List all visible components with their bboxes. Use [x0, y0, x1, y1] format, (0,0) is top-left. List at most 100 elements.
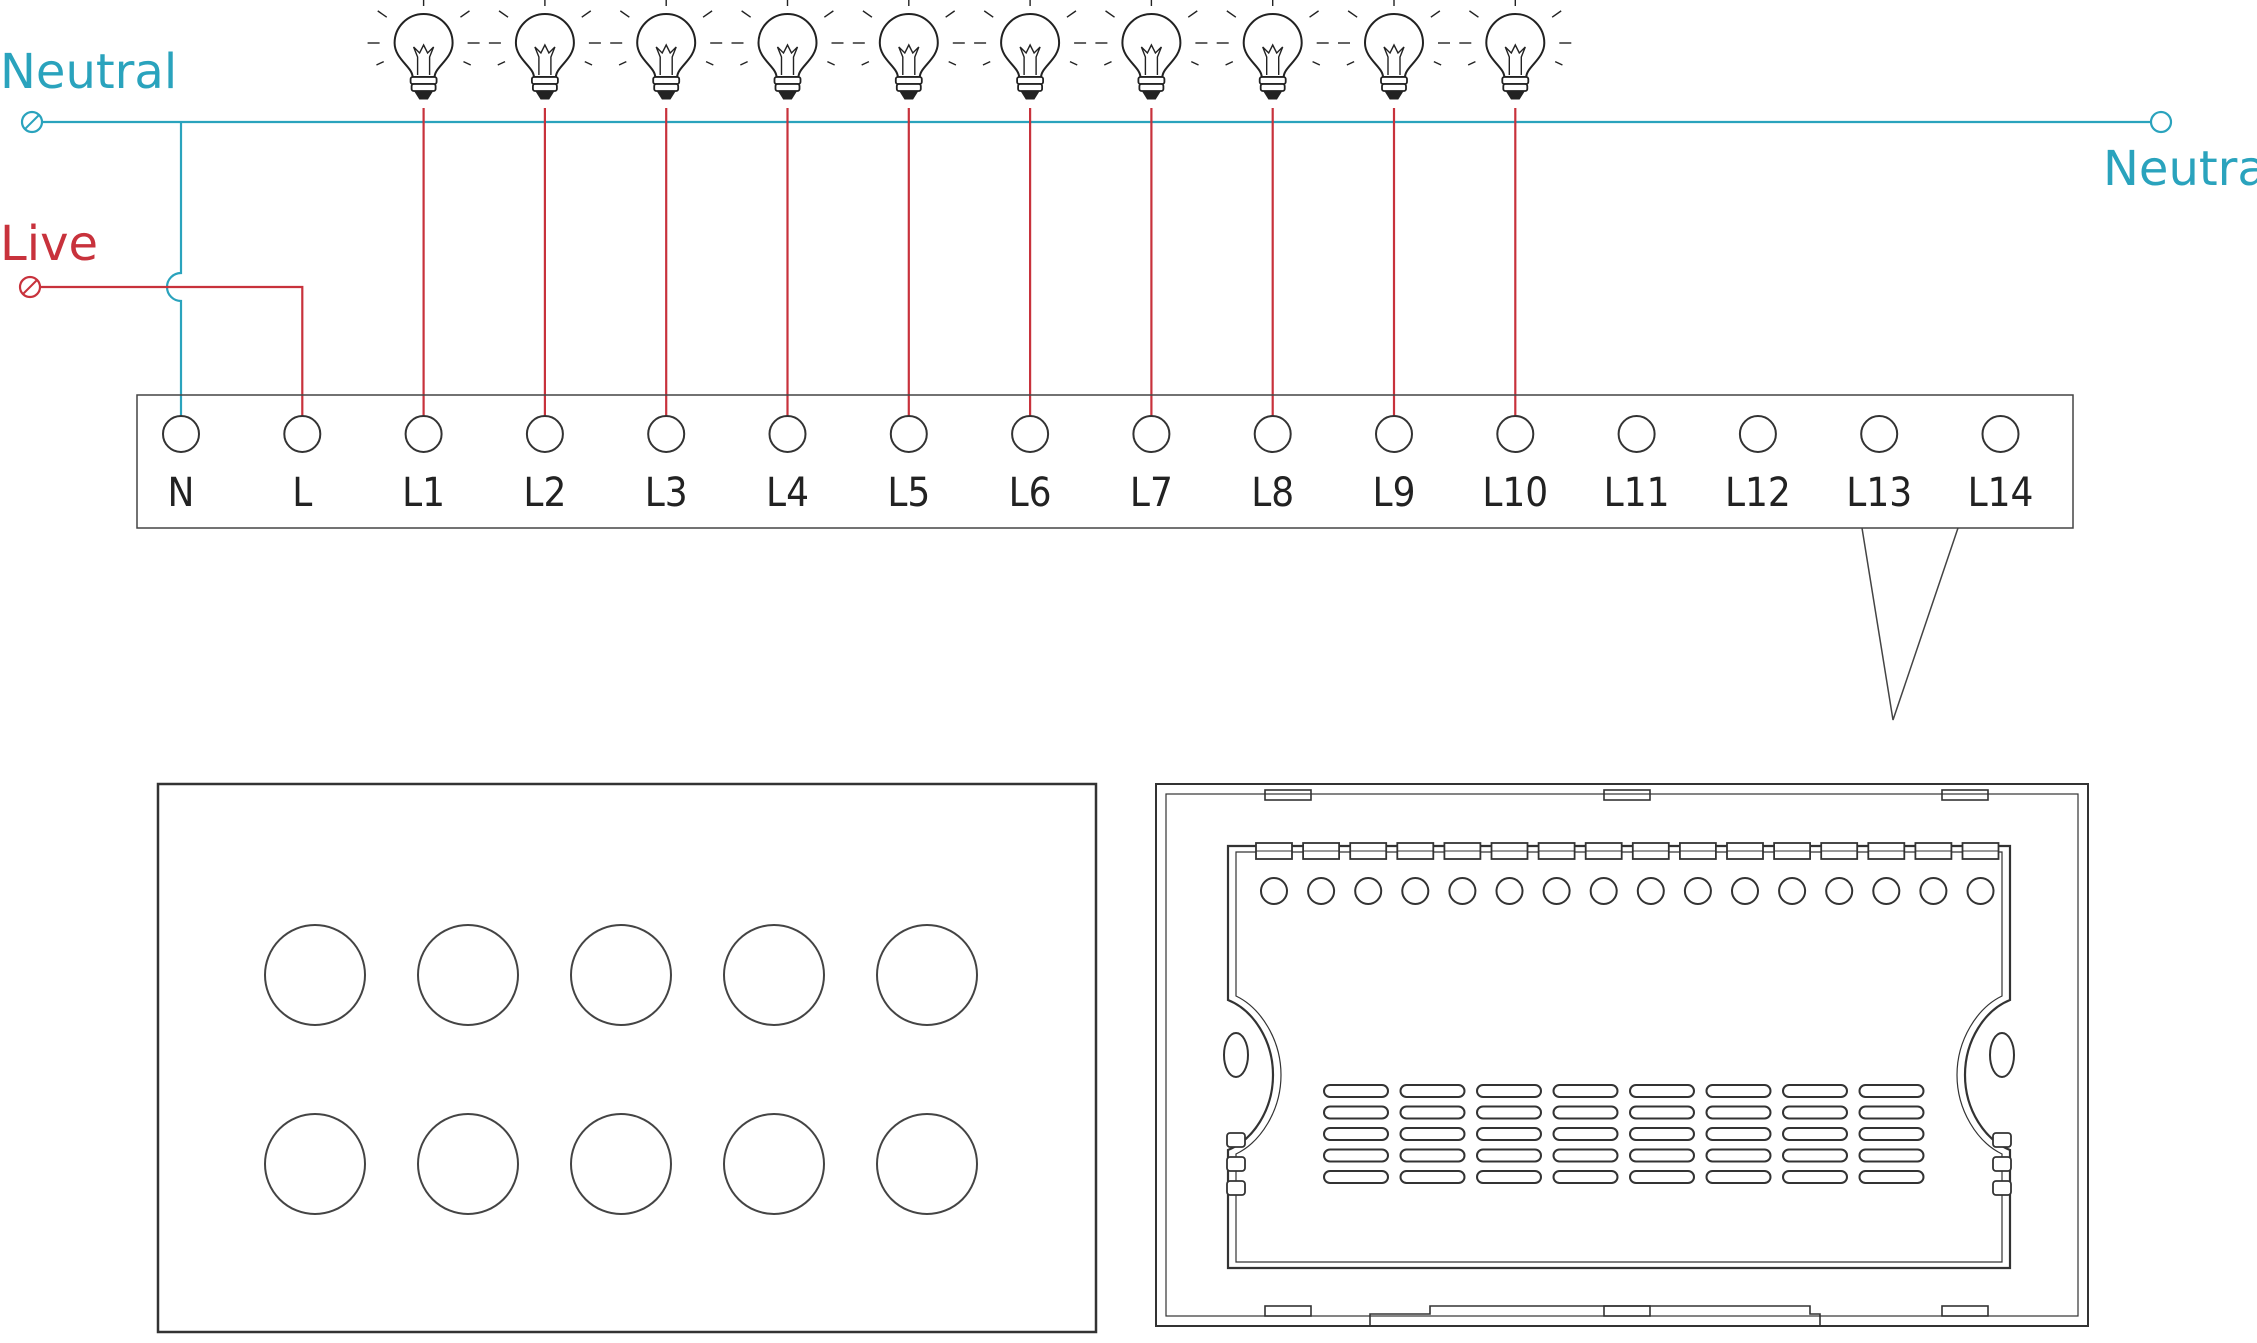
vent-slot [1858, 1127, 1925, 1141]
terminal-label: L8 [1251, 470, 1294, 516]
panel-clip [1603, 1305, 1651, 1317]
vent-slot [1782, 1148, 1848, 1163]
terminal-l11: L11 [1604, 415, 1670, 516]
lamp-ray [702, 10, 713, 18]
vent-slot [1399, 1127, 1466, 1141]
lamp-filament [898, 43, 920, 75]
terminal-l9: L9 [1373, 415, 1416, 516]
lamp-ray [619, 10, 630, 18]
terminal-label: L2 [523, 470, 566, 516]
lamp-ray [740, 60, 748, 66]
lamp-ray [705, 60, 714, 66]
terminal-screw-icon [1260, 877, 1288, 905]
vent-slot [1705, 1148, 1772, 1163]
lamp-ray [584, 60, 593, 66]
lamp-base-ring [410, 83, 437, 92]
vent-slot [1782, 1084, 1848, 1098]
lamp-filament [1383, 43, 1405, 75]
lamp-ray [1309, 10, 1319, 18]
lamp-base-ring [773, 76, 802, 85]
lamp-ray [581, 10, 592, 18]
lamp-ray [1312, 60, 1321, 66]
side-latch [1992, 1132, 2012, 1148]
lamp-base-ring [1137, 76, 1166, 85]
terminal-screw-icon [1448, 877, 1477, 905]
module-body-inner [1235, 851, 2003, 1263]
lamp-base-ring [1017, 83, 1043, 92]
lamp-icon [731, 0, 844, 100]
back-panel [1155, 783, 2089, 1327]
panel-clip [1941, 1305, 1989, 1317]
lamp-base-ring [894, 76, 923, 85]
lamp-base-ring [1502, 83, 1529, 92]
lamp-ray [1551, 10, 1562, 18]
vent-slot [1323, 1105, 1389, 1120]
lamp-icon [1338, 0, 1450, 100]
live-label: Live [0, 216, 98, 272]
lamp-ray [827, 60, 835, 66]
vent-slot [1399, 1148, 1466, 1163]
touch-button-icon [264, 1113, 366, 1215]
lamp-ray [1187, 10, 1198, 18]
lamp-tip [1262, 90, 1283, 100]
lamp-filament [655, 43, 677, 75]
vent-slot [1323, 1127, 1389, 1141]
vent-slot [1629, 1127, 1695, 1141]
lamp-base-ring [531, 76, 559, 85]
front-panel-frame [156, 782, 1098, 1334]
lamp-base-ring [895, 83, 922, 92]
terminal-label: L [292, 470, 312, 516]
lamp-ray [498, 10, 509, 18]
vent-slot [1399, 1105, 1466, 1120]
lamp-ray [948, 60, 957, 66]
lamp-ray [497, 60, 506, 66]
lamp-tip [413, 90, 434, 100]
terminal-l2: L2 [523, 415, 566, 516]
lamp-ray [376, 60, 385, 66]
panel-clip [1603, 789, 1651, 801]
terminal-screw-icon [525, 415, 564, 453]
terminal-label: L6 [1009, 470, 1052, 516]
terminal-label: L9 [1373, 470, 1416, 516]
vent-slot [1858, 1105, 1925, 1120]
terminal-screw-icon [1253, 415, 1292, 453]
terminal-screw-icon [768, 415, 807, 453]
terminal-screw-icon [1825, 877, 1854, 905]
lamp-group [367, 0, 1572, 100]
terminal-l12: L12 [1725, 415, 1791, 516]
lamp-ray [1467, 60, 1476, 66]
lamp-filament [534, 43, 556, 75]
lamp-ray [1105, 10, 1115, 18]
terminal-l: L [283, 415, 322, 516]
terminal-l4: L4 [766, 415, 809, 516]
touch-button-icon [876, 1113, 978, 1215]
vent-slot [1323, 1148, 1389, 1163]
terminal-screw-icon [283, 415, 322, 453]
terminal-screw-icon [647, 415, 686, 453]
side-latch [1226, 1156, 1246, 1172]
callout-line [1861, 527, 1959, 721]
vent-slot [1705, 1105, 1772, 1120]
vent-slot [1476, 1127, 1542, 1141]
lamp-icon [1216, 0, 1329, 100]
lamp-icon [852, 0, 965, 100]
terminal-screw-icon [1860, 415, 1899, 453]
lamp-ray [1554, 60, 1563, 66]
vent-slot [1705, 1127, 1772, 1141]
lamp-icon [367, 0, 480, 100]
terminal-screw-icon [1731, 877, 1759, 905]
wire-terminal-slash [24, 114, 40, 130]
neutral-left-label: Neutral [0, 44, 177, 100]
lamp-base-ring [1259, 83, 1286, 92]
vent-slot [1476, 1170, 1542, 1184]
terminal-screw-icon [1589, 877, 1618, 905]
touch-button-icon [723, 1113, 825, 1215]
terminal-screw-icon [1496, 415, 1535, 453]
touch-button-icon [264, 924, 366, 1026]
terminal-screw-icon [889, 415, 928, 453]
mounting-hole [1989, 1032, 2015, 1078]
vent-slot [1782, 1105, 1848, 1120]
terminal-l13: L13 [1846, 415, 1912, 516]
touch-button-icon [417, 1113, 519, 1215]
